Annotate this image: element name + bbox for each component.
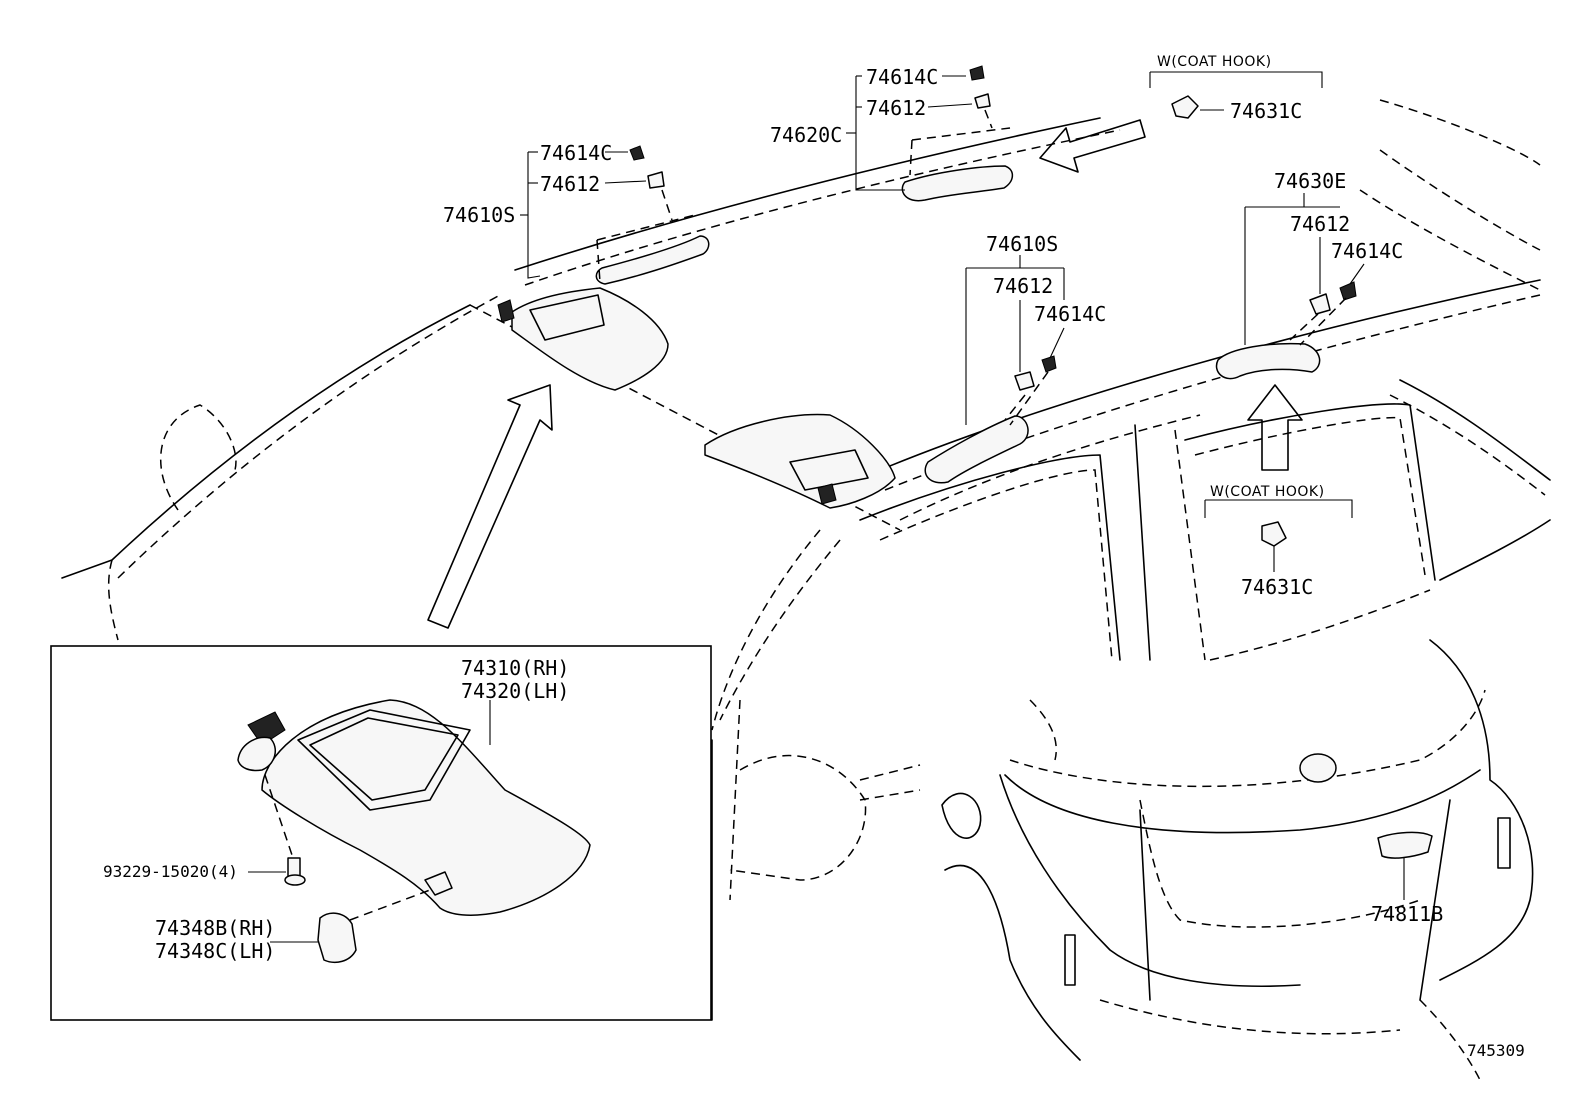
label-74614C-front: 74614C (540, 141, 612, 165)
label-74631C-mid: 74631C (1241, 575, 1313, 599)
front-assist-grip (595, 189, 710, 285)
label-74612-rear: 74612 (1290, 212, 1350, 236)
label-74610S-mid: 74610S (986, 232, 1058, 256)
label-coat-hook-header-mid: W(COAT HOOK) (1210, 484, 1325, 500)
vehicle-outline (61, 99, 1551, 1081)
label-74630E: 74630E (1274, 169, 1346, 193)
figure-number: 745309 (1467, 1041, 1525, 1060)
label-74610S-front: 74610S (443, 203, 515, 227)
label-74320LH: 74320(LH) (461, 679, 569, 703)
coat-hook-top (1171, 95, 1199, 119)
label-74614C-top: 74614C (866, 65, 938, 89)
label-74811B: 74811B (1371, 902, 1443, 926)
rear-assist-grip-74620C (901, 65, 1014, 202)
label-74310RH: 74310(RH) (461, 656, 569, 680)
sun-visor-rear (704, 413, 896, 509)
part-labels: 74614C 74612 74620C W(COAT HOOK) 74631C … (103, 54, 1525, 1060)
sun-visor-front (497, 287, 669, 391)
detail-inset (50, 645, 712, 1021)
coat-hook-mid (1261, 521, 1287, 547)
mid-assist-grip-74610S (924, 355, 1057, 484)
rear-assist-grip-74630E (1215, 281, 1357, 380)
label-74614C-rear: 74614C (1331, 239, 1403, 263)
label-74348B-RH: 74348B(RH) (155, 916, 275, 940)
front-grip-cap-part (629, 145, 665, 189)
label-74612-mid: 74612 (993, 274, 1053, 298)
back-door-grip-part (1377, 831, 1433, 859)
label-74631C-top: 74631C (1230, 99, 1302, 123)
view-arrows (427, 119, 1303, 629)
label-93229-screw: 93229-15020(4) (103, 862, 238, 881)
label-74612-top: 74612 (866, 96, 926, 120)
label-74612-front: 74612 (540, 172, 600, 196)
label-74620C: 74620C (770, 123, 842, 147)
label-coat-hook-header-top: W(COAT HOOK) (1157, 54, 1272, 70)
label-74614C-mid: 74614C (1034, 302, 1106, 326)
leader-lines (520, 71, 1405, 900)
label-74348C-LH: 74348C(LH) (155, 939, 275, 963)
